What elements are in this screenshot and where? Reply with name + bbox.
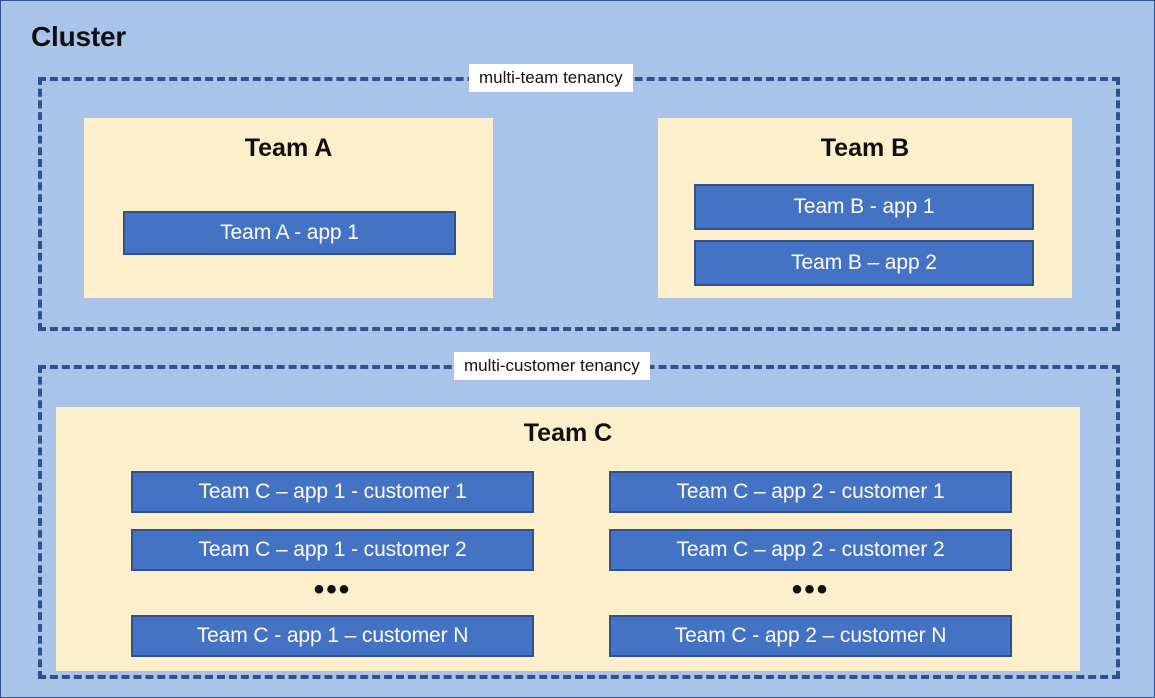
ellipsis-team-c-app-2: ••• bbox=[791, 573, 830, 606]
tenancy-label-multi-customer: multi-customer tenancy bbox=[454, 352, 650, 380]
cluster-title: Cluster bbox=[31, 21, 127, 52]
team-container-c: Team C Team C – app 1 - customer 1 Team … bbox=[56, 407, 1080, 671]
team-title-a: Team A bbox=[244, 134, 333, 162]
app-box-team-c-app-1-customer-1[interactable]: Team C – app 1 - customer 1 bbox=[131, 471, 534, 513]
app-box-team-c-app-2-customer-1[interactable]: Team C – app 2 - customer 1 bbox=[609, 471, 1012, 513]
app-box-team-a-app-1[interactable]: Team A - app 1 bbox=[123, 211, 456, 255]
app-box-team-c-app-1-customer-2[interactable]: Team C – app 1 - customer 2 bbox=[131, 529, 534, 571]
team-container-a: Team A Team A - app 1 bbox=[84, 118, 493, 298]
team-container-b: Team B Team B - app 1 Team B – app 2 bbox=[658, 118, 1072, 298]
tenancy-label-multi-team: multi-team tenancy bbox=[469, 64, 633, 92]
team-title-b: Team B bbox=[820, 134, 910, 162]
app-box-team-b-app-1[interactable]: Team B - app 1 bbox=[694, 184, 1034, 230]
app-box-team-c-app-2-customer-n[interactable]: Team C - app 2 – customer N bbox=[609, 615, 1012, 657]
app-box-team-b-app-2[interactable]: Team B – app 2 bbox=[694, 240, 1034, 286]
team-title-c: Team C bbox=[523, 419, 613, 447]
app-box-team-c-app-1-customer-n[interactable]: Team C - app 1 – customer N bbox=[131, 615, 534, 657]
app-box-team-c-app-2-customer-2[interactable]: Team C – app 2 - customer 2 bbox=[609, 529, 1012, 571]
ellipsis-team-c-app-1: ••• bbox=[313, 573, 352, 606]
